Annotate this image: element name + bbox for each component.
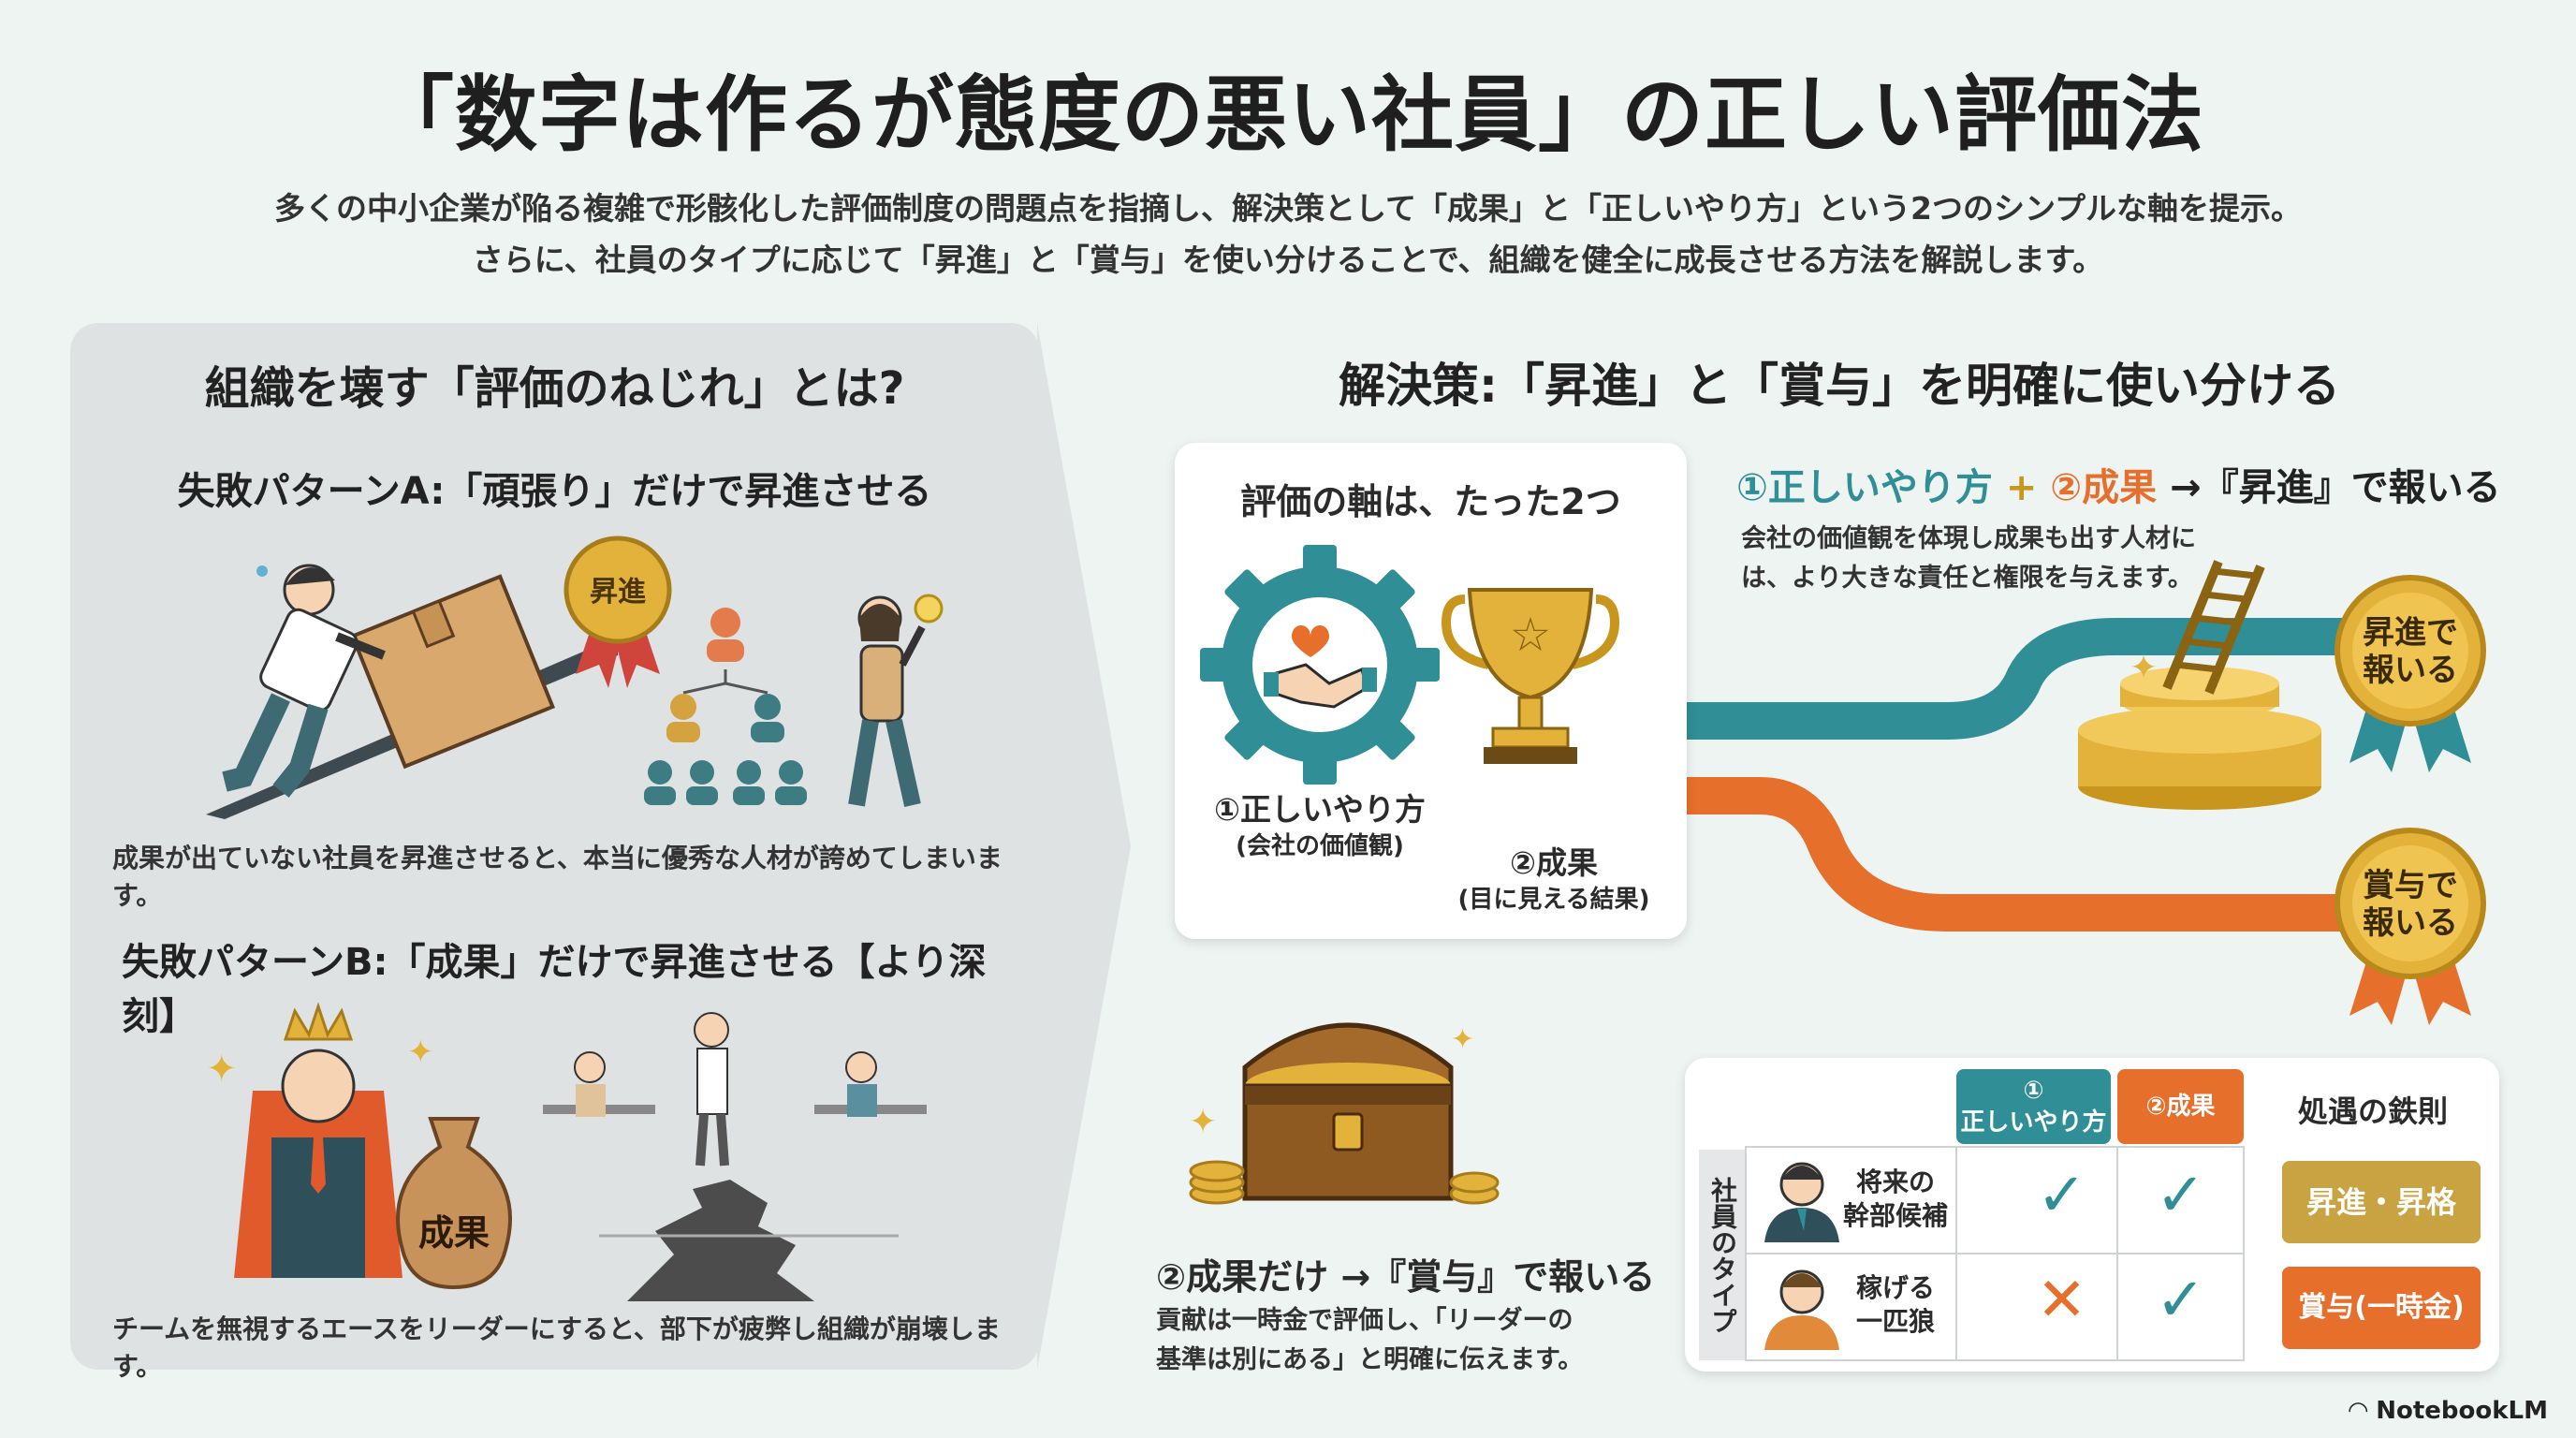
pattern-a-caption: 成果が出ていない社員を昇進させると、本当に優秀な人材が誇めてしまいます。 bbox=[112, 843, 1003, 911]
cardboard-box-icon bbox=[349, 574, 556, 770]
table-grid bbox=[1745, 1146, 2245, 1361]
pattern-a-title: 失敗パターンA:「頑張り」だけで昇進させる bbox=[177, 470, 932, 513]
page-title: 「数字は作るが態度の悪い社員」の正しい評価法 bbox=[371, 66, 2204, 163]
pattern-b-caption: チームを無視するエースをリーダーにすると、部下が疲弊し組織が崩壊します。 bbox=[112, 1313, 1001, 1382]
promotion-desc-line-1: 会社の価値観を体現し成果も出す人材に bbox=[1741, 524, 2196, 553]
bonus-desc: 貢献は一時金で評価し、「リーダーの 基準は別にある」と明確に伝えます。 bbox=[1156, 1301, 1680, 1380]
table-row-2-type-line-1: 稼げる bbox=[1855, 1272, 1935, 1303]
svg-text:✦: ✦ bbox=[206, 1048, 238, 1091]
person-avatar-icon bbox=[1764, 1269, 1839, 1350]
right-heading: 解決策:「昇進」と「賞与」を明確に使い分ける bbox=[1339, 359, 2340, 413]
left-panel bbox=[70, 323, 1039, 1370]
promotion-part-3: →『昇進』で報いる bbox=[2170, 466, 2501, 509]
axis2-sub: (目に見える結果) bbox=[1457, 886, 1650, 914]
left-heading: 組織を壊す「評価のねじれ」とは? bbox=[204, 362, 905, 415]
pattern-a-illustration: 昇進 bbox=[206, 536, 944, 819]
money-bag-icon: 成果 bbox=[396, 1117, 512, 1290]
promotion-medal-line-2: 報いる bbox=[2363, 652, 2458, 689]
lightbulb-icon bbox=[914, 594, 944, 624]
medal-label: 昇進 bbox=[590, 576, 646, 609]
table-row-header: 社員のタイプ bbox=[1699, 1150, 1746, 1360]
check-icon: ✓ bbox=[2155, 1266, 2206, 1335]
promotion-desc: 会社の価値観を体現し成果も出す人材に は、より大きな責任と権限を与えます。 bbox=[1741, 520, 2265, 598]
footer-text: NotebookLM bbox=[2376, 1397, 2548, 1425]
table-row-1-type-line-2: 幹部候補 bbox=[1842, 1200, 1948, 1231]
check-icon: ✓ bbox=[2036, 1161, 2087, 1230]
bonus-medal-line-2: 報いる bbox=[2363, 904, 2458, 942]
bonus-title: ②成果だけ →『賞与』で報いる bbox=[1156, 1256, 1656, 1298]
table-row-1-type: 将来の 幹部候補 bbox=[1835, 1166, 1956, 1233]
notebooklm-logo: ◠ NotebookLM bbox=[2349, 1397, 2548, 1425]
svg-text:✦: ✦ bbox=[2130, 649, 2158, 687]
table-col-1-num: ① bbox=[2023, 1077, 2044, 1105]
subtitle-line-2: さらに、社員のタイプに応じて「昇進」と「賞与」を使い分けることで、組織を健全に成… bbox=[472, 242, 2104, 278]
pattern-b-illustration: ✦ ✦ 成果 bbox=[206, 1002, 927, 1301]
promotion-title: ①正しいやり方 + ②成果 →『昇進』で報いる bbox=[1736, 457, 2560, 511]
org-chart-icon bbox=[644, 608, 807, 805]
bonus-medal-line-1: 賞与で bbox=[2363, 867, 2458, 904]
logo-mark-icon: ◠ bbox=[2349, 1397, 2377, 1425]
pushing-man-icon bbox=[222, 564, 386, 798]
promotion-part-2: ②成果 bbox=[2050, 466, 2158, 509]
table-col-3-header: 処遇の鉄則 bbox=[2297, 1093, 2448, 1129]
rule-bonus-chip: 賞与(一時金) bbox=[2282, 1267, 2481, 1349]
exhausted-team-icon bbox=[543, 1012, 927, 1301]
promotion-flow-line bbox=[1676, 618, 2368, 740]
ladder-pedestal-icon: ✦ bbox=[2078, 560, 2321, 810]
trophy-icon: ☆ bbox=[1441, 588, 1620, 764]
table-col-2-header: ②成果 bbox=[2117, 1069, 2244, 1144]
axis-card-title: 評価の軸は、たった2つ bbox=[1240, 481, 1621, 522]
table-row-1-type-line-1: 将来の bbox=[1855, 1167, 1935, 1197]
axis1-label: ①正しいやり方 bbox=[1214, 791, 1426, 828]
check-icon: ✓ bbox=[2155, 1161, 2206, 1230]
treasure-chest-icon: ✦ ✦ bbox=[1189, 1022, 1500, 1205]
bonus-medal-icon: 賞与で 報いる bbox=[2334, 828, 2486, 1025]
axis1-sub: (会社の価値観) bbox=[1236, 832, 1404, 860]
svg-text:☆: ☆ bbox=[1510, 608, 1552, 662]
table-row-2-type-line-2: 一匹狼 bbox=[1855, 1306, 1935, 1337]
promotion-part-1: ①正しいやり方 bbox=[1736, 466, 1993, 509]
medal-icon: 昇進 bbox=[564, 536, 672, 688]
promotion-medal-line-1: 昇進で bbox=[2363, 614, 2458, 652]
subtitle-line-1: 多くの中小企業が陥る複雑で形骸化した評価制度の問題点を指摘し、解決策として「成果… bbox=[274, 190, 2302, 227]
ace-king-icon: ✦ ✦ bbox=[206, 1002, 434, 1278]
promotion-plus: + bbox=[2005, 466, 2038, 509]
bonus-flow-line bbox=[1676, 777, 2368, 932]
gear-handshake-icon bbox=[1200, 545, 1440, 785]
page-subtitle: 多くの中小企業が陥る複雑で形骸化した評価制度の問題点を指摘し、解決策として「成果… bbox=[0, 183, 2576, 286]
svg-text:✦: ✦ bbox=[407, 1034, 434, 1071]
pattern-b-title: 失敗パターンB:「成果」だけで昇進させる【より深刻】 bbox=[122, 941, 987, 1038]
money-bag-label: 成果 bbox=[418, 1212, 490, 1254]
promotion-medal-icon: 昇進で 報いる bbox=[2334, 575, 2486, 772]
axis-icons: ☆ bbox=[1200, 545, 1620, 785]
promotion-desc-line-2: は、より大きな責任と権限を与えます。 bbox=[1741, 564, 2193, 593]
svg-text:✦: ✦ bbox=[1189, 1103, 1217, 1141]
cross-icon: ✕ bbox=[2036, 1266, 2087, 1335]
axis2-label: ②成果 bbox=[1510, 844, 1598, 881]
person-avatar-icon bbox=[1764, 1162, 1839, 1242]
crown-icon bbox=[283, 1002, 354, 1041]
rule-promotion-chip: 昇進・昇格 bbox=[2282, 1161, 2481, 1243]
leaving-woman-icon bbox=[848, 594, 944, 807]
table-row-2-type: 稼げる 一匹狼 bbox=[1835, 1271, 1956, 1339]
table-col-1-label: 正しいやり方 bbox=[1960, 1108, 2107, 1137]
svg-text:✦: ✦ bbox=[1451, 1023, 1474, 1056]
table-col-1-header: ① 正しいやり方 bbox=[1956, 1069, 2111, 1144]
bonus-desc-line-1: 貢献は一時金で評価し、「リーダーの bbox=[1156, 1306, 1573, 1335]
bonus-desc-line-2: 基準は別にある」と明確に伝えます。 bbox=[1156, 1345, 1584, 1374]
